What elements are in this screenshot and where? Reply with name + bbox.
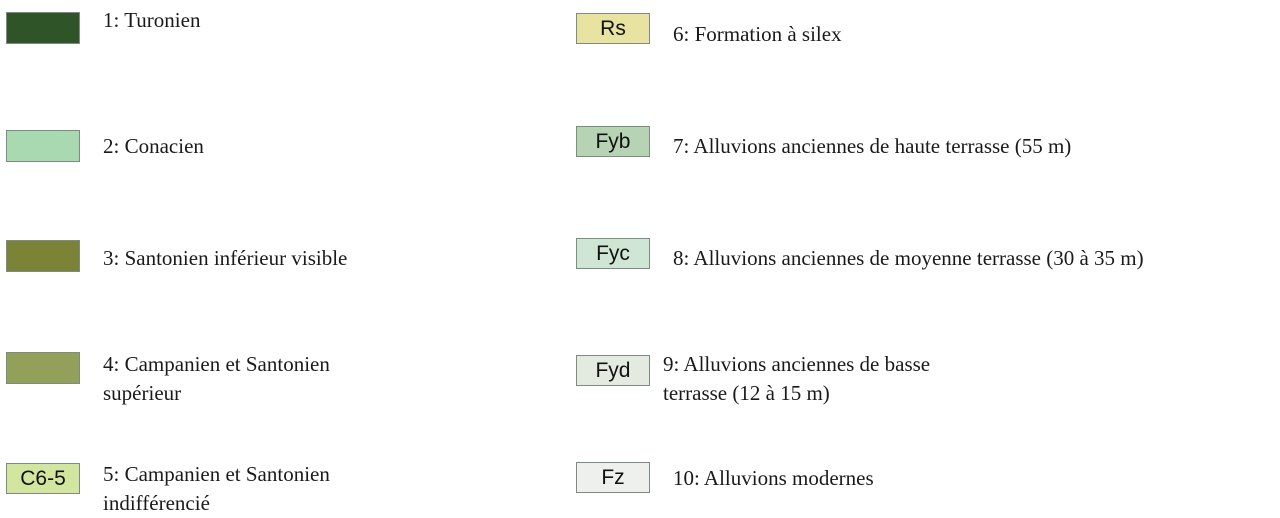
legend-swatch-4: [6, 352, 80, 384]
legend-code-8: Fyc: [596, 241, 630, 265]
legend-swatch-10: Fz: [576, 462, 650, 493]
legend-code-6: Rs: [600, 16, 626, 40]
legend-label-10: 10: Alluvions modernes: [673, 466, 874, 490]
legend-code-9: Fyd: [595, 358, 631, 382]
legend-label-7: 7: Alluvions anciennes de haute terrasse…: [673, 134, 1072, 158]
legend-swatch-1: [6, 12, 80, 44]
legend-label-9: 9: Alluvions anciennes de basse terrasse…: [663, 352, 931, 405]
legend-label-5: 5: Campanien et Santonien indifférencié: [103, 462, 330, 515]
legend-code-5: C6-5: [20, 466, 66, 490]
legend-swatch-7: Fyb: [576, 126, 650, 157]
legend-swatch-5: C6-5: [6, 463, 80, 494]
legend-label-8: 8: Alluvions anciennes de moyenne terras…: [673, 246, 1144, 270]
legend-swatch-6: Rs: [576, 13, 650, 44]
legend-label-1: 1: Turonien: [103, 8, 201, 32]
legend-label-2: 2: Conacien: [103, 134, 204, 158]
legend-swatch-2: [6, 130, 80, 162]
legend-label-3: 3: Santonien inférieur visible: [103, 246, 348, 270]
legend-code-7: Fyb: [595, 129, 631, 153]
legend-label-6: 6: Formation à silex: [673, 22, 842, 46]
legend-code-10: Fz: [601, 465, 625, 489]
legend-swatch-8: Fyc: [576, 238, 650, 269]
legend-swatch-3: [6, 240, 80, 272]
legend-swatch-9: Fyd: [576, 355, 650, 386]
legend-label-4: 4: Campanien et Santonien supérieur: [103, 352, 330, 405]
